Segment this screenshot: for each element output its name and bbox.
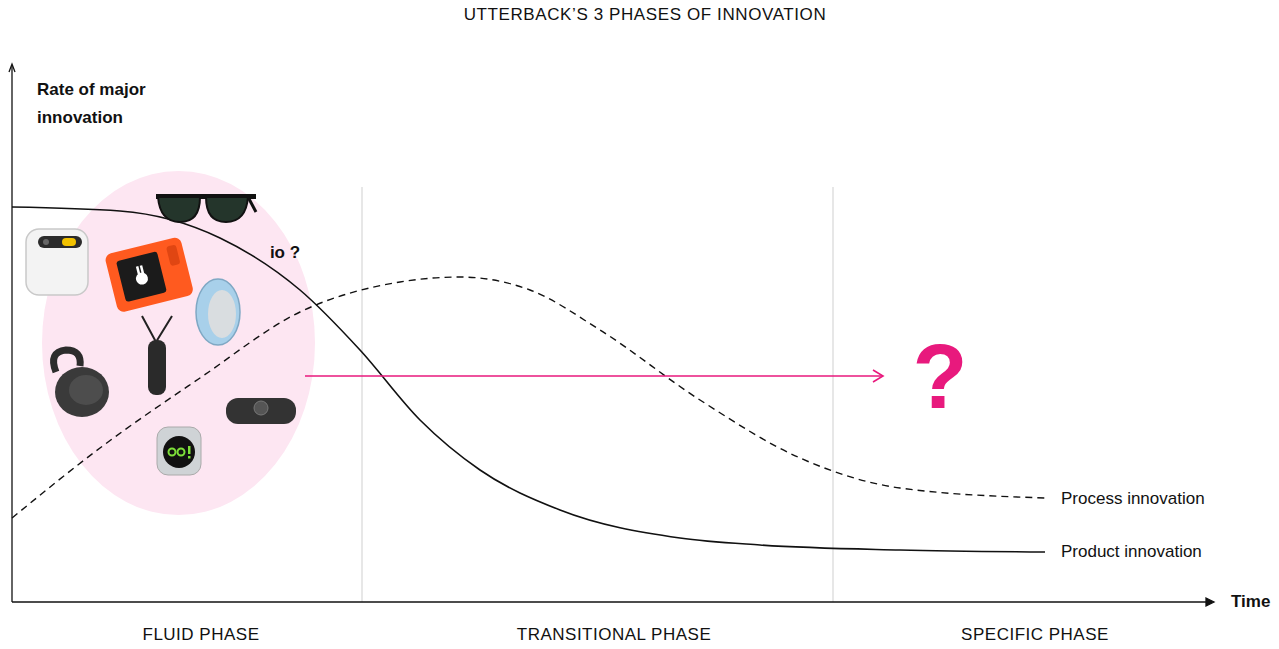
ear-clip-body — [55, 367, 109, 417]
phase-divider — [362, 187, 363, 602]
x-axis — [12, 601, 1208, 602]
pink-arrow — [305, 370, 883, 382]
robot-mark — [188, 446, 191, 454]
axis-label: Rate of major innovation — [37, 76, 187, 132]
arrow-shaft — [305, 375, 882, 377]
diagram-title: UTTERBACK’S 3 PHASES OF INNOVATION — [464, 5, 827, 25]
curve-label: Process innovation — [1061, 489, 1205, 509]
r1-screen — [116, 251, 167, 302]
pin-lens — [43, 239, 49, 245]
robot-body — [157, 427, 201, 475]
clip-shell — [196, 279, 240, 345]
pendant-body — [148, 340, 166, 395]
robot-screen — [163, 436, 195, 468]
ear-clip-face — [69, 375, 103, 405]
device-label: io ? — [270, 243, 300, 263]
r1-ears — [136, 266, 140, 274]
pin-accent — [62, 238, 76, 246]
phase-label: SPECIFIC PHASE — [961, 625, 1109, 645]
robot-device — [157, 427, 201, 475]
axis-label: Time — [1231, 592, 1270, 612]
band — [226, 398, 296, 424]
phase-label: FLUID PHASE — [143, 625, 260, 645]
clip-core — [208, 290, 236, 338]
y-axis — [11, 66, 12, 602]
r1-wheel — [166, 244, 181, 266]
phase-divider — [833, 187, 834, 602]
question-mark: ? — [913, 332, 968, 422]
pin-body — [26, 229, 88, 295]
r1-icon — [135, 271, 150, 286]
lens — [158, 197, 200, 222]
x-axis-arrow — [1206, 598, 1214, 606]
y-axis-arrow — [9, 64, 15, 72]
robot-mark — [188, 456, 191, 459]
pin-sensor — [38, 236, 82, 248]
curve-label: Product innovation — [1061, 542, 1202, 562]
robot-eye — [169, 449, 176, 456]
axes — [9, 64, 1214, 606]
r1-ears — [140, 265, 144, 273]
cluster-ellipse — [42, 171, 315, 515]
phase-dividers — [362, 187, 833, 602]
band-strap — [226, 398, 296, 424]
robot-eye — [178, 449, 185, 456]
arrow-head — [873, 370, 883, 382]
phase-label: TRANSITIONAL PHASE — [517, 625, 711, 645]
ai-pin — [26, 229, 88, 295]
clip-device — [196, 279, 240, 345]
band-button — [254, 401, 268, 415]
